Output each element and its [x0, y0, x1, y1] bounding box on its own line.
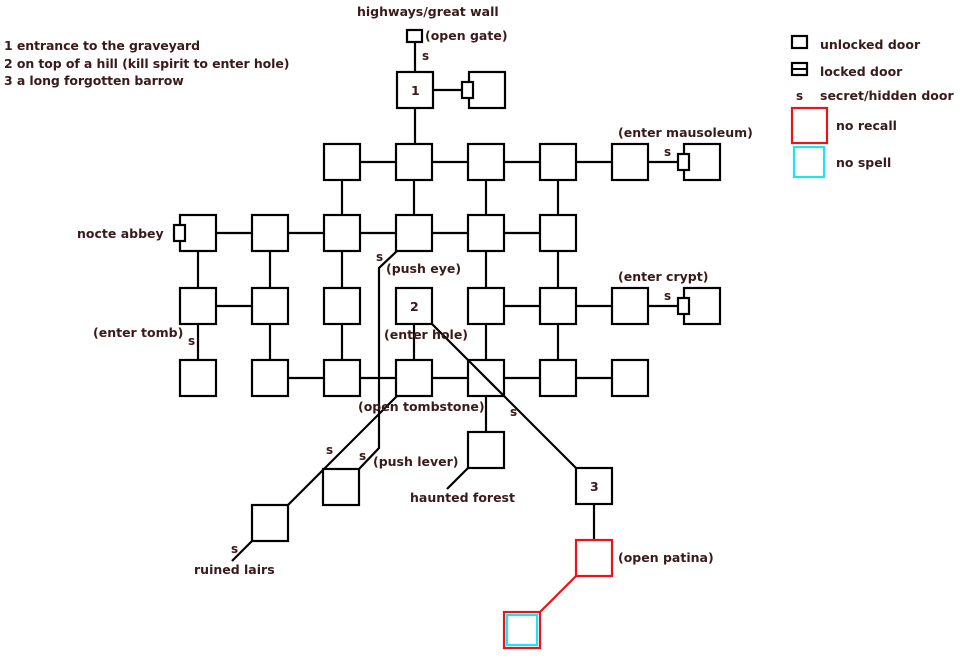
secret-mark: s — [664, 145, 671, 159]
room-number-1: 1 — [411, 83, 420, 98]
secret-mark: s — [664, 289, 671, 303]
room[interactable] — [250, 286, 290, 326]
secret-mark: s — [510, 405, 517, 419]
room[interactable] — [466, 213, 506, 253]
legend-locked-door: locked door — [820, 64, 903, 79]
label-enter-tomb: (enter tomb) — [93, 325, 183, 340]
room[interactable] — [322, 213, 362, 253]
label-push-eye: (push eye) — [386, 261, 461, 276]
room-push-lever[interactable] — [321, 467, 361, 507]
room[interactable] — [467, 70, 507, 110]
room-hill[interactable] — [394, 286, 434, 326]
label-open-tombstone: (open tombstone) — [358, 399, 485, 414]
secret-mark: s — [422, 49, 429, 63]
room[interactable] — [610, 286, 650, 326]
path-no-recall — [539, 575, 577, 613]
room[interactable] — [538, 213, 578, 253]
secret-mark: s — [359, 449, 366, 463]
path-enter-hole-overlay — [467, 359, 505, 397]
room[interactable] — [322, 286, 362, 326]
note-3: 3 a long forgotten barrow — [4, 73, 184, 88]
room[interactable] — [250, 358, 290, 398]
room[interactable] — [466, 142, 506, 182]
room[interactable] — [394, 142, 434, 182]
label-haunted-forest: haunted forest — [410, 490, 515, 505]
path-open-tombstone — [287, 395, 398, 506]
locked-door[interactable] — [676, 296, 691, 316]
secret-mark: s — [326, 443, 333, 457]
room-barrow[interactable] — [574, 466, 614, 506]
rooms — [172, 28, 722, 543]
label-enter-hole: (enter hole) — [384, 327, 468, 342]
note-1: 1 entrance to the graveyard — [4, 38, 200, 53]
room-no-recall-no-spell[interactable] — [502, 610, 542, 650]
locked-door[interactable] — [676, 152, 691, 172]
room-patina-no-recall[interactable] — [574, 538, 614, 578]
label-ruined-lairs: ruined lairs — [194, 562, 275, 577]
room[interactable] — [538, 286, 578, 326]
room[interactable] — [610, 142, 650, 182]
path-ruined-lairs — [231, 540, 253, 562]
legend-secret-door: secret/hidden door — [820, 88, 954, 103]
room-haunted-forest[interactable] — [466, 430, 506, 470]
room[interactable] — [538, 358, 578, 398]
no-spell-icon — [792, 145, 826, 179]
room-tomb[interactable] — [178, 358, 218, 398]
room-entrance[interactable] — [395, 70, 435, 110]
room-number-2: 2 — [410, 299, 419, 314]
path-haunted-forest — [446, 467, 469, 490]
room[interactable] — [466, 286, 506, 326]
room-push-eye[interactable] — [394, 213, 434, 253]
room-gate[interactable] — [405, 28, 424, 44]
room-number-3: 3 — [590, 479, 599, 494]
secret-mark: s — [376, 250, 383, 264]
locked-door[interactable] — [172, 223, 187, 243]
label-open-gate: (open gate) — [425, 28, 508, 43]
label-push-lever: (push lever) — [373, 454, 459, 469]
label-open-patina: (open patina) — [618, 550, 714, 565]
label-enter-crypt: (enter crypt) — [618, 269, 708, 284]
room[interactable] — [322, 142, 362, 182]
legend-no-spell: no spell — [836, 155, 891, 170]
room[interactable] — [250, 213, 290, 253]
no-spell-marker — [505, 613, 539, 647]
secret-mark: s — [188, 334, 195, 348]
path-push-eye — [358, 250, 398, 470]
room-ruined-lairs[interactable] — [250, 503, 290, 543]
no-recall-icon — [790, 106, 829, 145]
room[interactable] — [538, 142, 578, 182]
note-2: 2 on top of a hill (kill spirit to enter… — [4, 55, 290, 71]
secret-mark: s — [231, 542, 238, 556]
unlocked-door-icon — [790, 34, 809, 50]
secret-door-icon: s — [796, 89, 803, 103]
legend: unlocked door locked door s secret/hidde… — [790, 34, 954, 179]
label-highways: highways/great wall — [357, 4, 499, 19]
label-enter-mausoleum: (enter mausoleum) — [618, 125, 753, 140]
room-enter-tomb[interactable] — [178, 286, 218, 326]
room[interactable] — [610, 358, 650, 398]
label-nocte-abbey: nocte abbey — [77, 226, 164, 241]
locked-door[interactable] — [460, 80, 475, 100]
legend-no-recall: no recall — [836, 118, 897, 133]
map-notes: 1 entrance to the graveyard 2 on top of … — [4, 37, 289, 90]
legend-unlocked-door: unlocked door — [820, 37, 921, 52]
room[interactable] — [322, 358, 362, 398]
room-tombstone[interactable] — [394, 358, 434, 398]
